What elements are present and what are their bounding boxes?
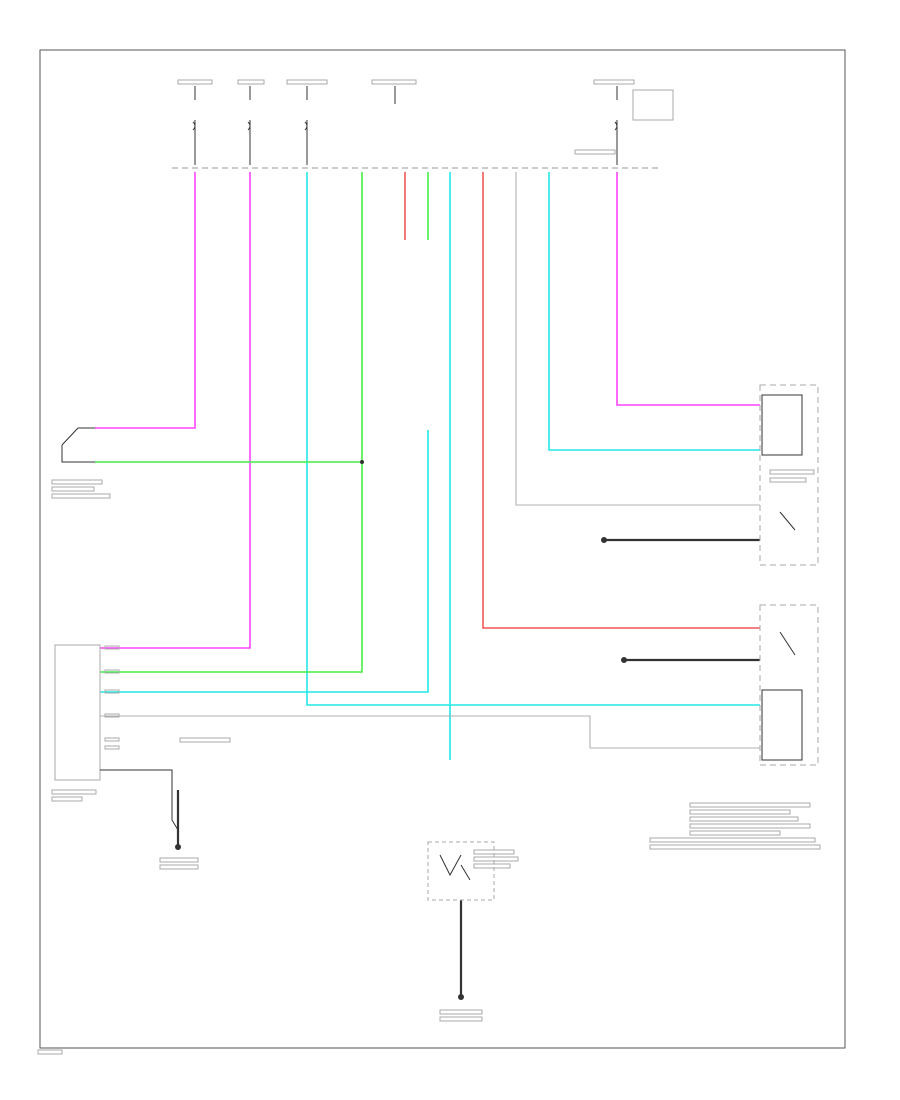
ecm-connector-labels: [104, 645, 231, 750]
ground-dot-bottom: [458, 994, 464, 1000]
transmission-range-switch: [427, 841, 519, 901]
footer-code-box: [37, 1049, 63, 1055]
wire-cyan-ecm: [100, 430, 429, 693]
wire-pink-right: [616, 172, 760, 406]
ground-bottom-label: [439, 1009, 483, 1022]
ground-left-label: [159, 857, 199, 870]
relay-box-bottom: [649, 604, 821, 850]
wire-pink-left: [95, 172, 196, 429]
wire-cyan-range: [548, 172, 760, 451]
diagram-frame: [39, 49, 846, 1049]
connector-dot-range: [601, 537, 607, 543]
splice-dot: [360, 460, 364, 464]
relay-box-top: [759, 384, 819, 566]
fuse-labels: [177, 79, 635, 85]
wire-pink-ecm: [100, 172, 251, 649]
wire-green-brake: [100, 172, 363, 673]
ground-dot-left: [175, 844, 181, 850]
wire-red-park: [482, 172, 760, 629]
wire-cyan-shift: [306, 172, 760, 706]
fuse-risers: [192, 86, 674, 165]
wire-gray-range: [515, 172, 760, 506]
wire-gray-ecm: [100, 715, 760, 749]
brake-switch: [51, 427, 111, 499]
ecm-block: [51, 644, 179, 831]
connector-dot-park: [621, 657, 627, 663]
